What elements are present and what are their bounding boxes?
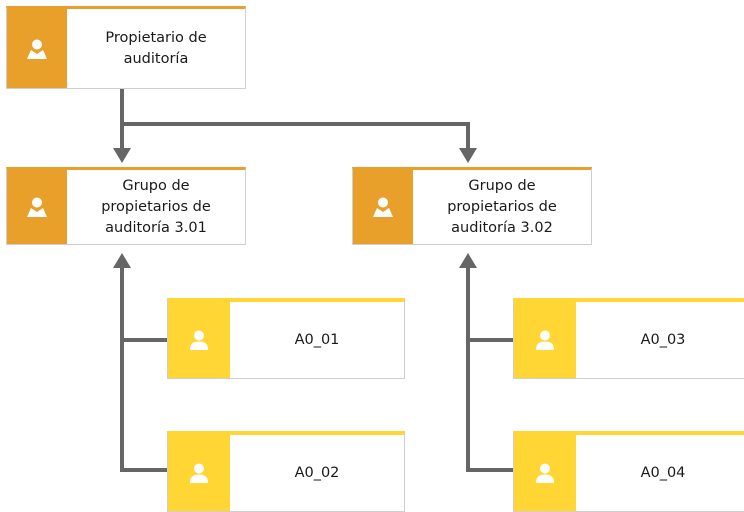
- connector-auditors-to-group-1: [120, 265, 167, 472]
- connector-auditors-to-group-2: [466, 265, 513, 472]
- node-icon-cell: [168, 302, 230, 378]
- arrowhead-group-2: [459, 148, 477, 163]
- node-icon-cell: [168, 435, 230, 511]
- person-icon: [536, 330, 554, 350]
- node-label: A0_01: [294, 331, 340, 348]
- node-auditor-a0-04[interactable]: A0_04: [513, 431, 744, 512]
- node-label: A0_04: [640, 464, 686, 481]
- node-label: A0_03: [640, 331, 686, 348]
- node-auditor-a0-01[interactable]: A0_01: [167, 298, 405, 379]
- node-label: Grupo de propietarios de auditoría 3.01: [101, 177, 211, 236]
- arrowhead-group-1-up: [113, 253, 131, 268]
- node-label: A0_02: [294, 464, 340, 481]
- node-audit-owner[interactable]: Propietario de auditoría: [6, 6, 246, 89]
- node-icon-cell: [514, 302, 576, 378]
- connector-owner-to-group-2: [122, 122, 470, 153]
- node-auditor-a0-02[interactable]: A0_02: [167, 431, 405, 512]
- person-icon: [190, 330, 208, 350]
- node-owner-group-301[interactable]: Grupo de propietarios de auditoría 3.01: [6, 167, 246, 245]
- person-icon: [190, 463, 208, 483]
- person-icon: [536, 463, 554, 483]
- node-icon-cell: [7, 170, 67, 244]
- node-label: Grupo de propietarios de auditoría 3.02: [447, 177, 557, 236]
- node-icon-cell: [7, 9, 67, 88]
- person-icon: [27, 197, 47, 217]
- person-icon: [27, 39, 47, 59]
- node-label: Propietario de auditoría: [105, 29, 207, 67]
- node-owner-group-302[interactable]: Grupo de propietarios de auditoría 3.02: [352, 167, 592, 245]
- node-icon-cell: [514, 435, 576, 511]
- node-auditor-a0-03[interactable]: A0_03: [513, 298, 744, 379]
- arrowhead-group-2-up: [459, 253, 477, 268]
- person-icon: [373, 197, 393, 217]
- arrowhead-group-1: [113, 148, 131, 163]
- node-icon-cell: [353, 170, 413, 244]
